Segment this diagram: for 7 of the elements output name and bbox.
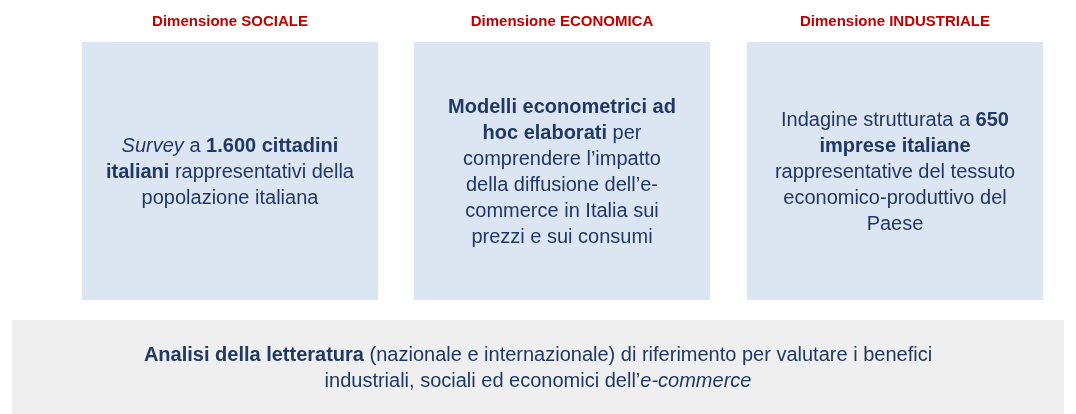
description: Indagine strutturata a 650 imprese italiane rappresentative del tessuto economico-produttivo del Paese <box>773 107 1017 236</box>
heading: Dimensione ECONOMICA <box>469 12 655 29</box>
description: Survey a 1.600 cittadini italiani rappresentativi della popolazione italiana <box>105 133 355 210</box>
heading: Dimensione SOCIALE <box>151 12 309 29</box>
heading: Dimensione INDUSTRIALE <box>799 12 991 29</box>
description: Modelli econometrici ad hoc elaborati per comprendere l’impatto della diffusione dell’e-commerce in Italia sui prezzi e sui consumi <box>447 94 677 249</box>
description: Analisi della letteratura (nazionale e internazionale) di riferimento per valutare i benefici industriali, sociali ed economici dell’e-commerce <box>142 342 934 393</box>
